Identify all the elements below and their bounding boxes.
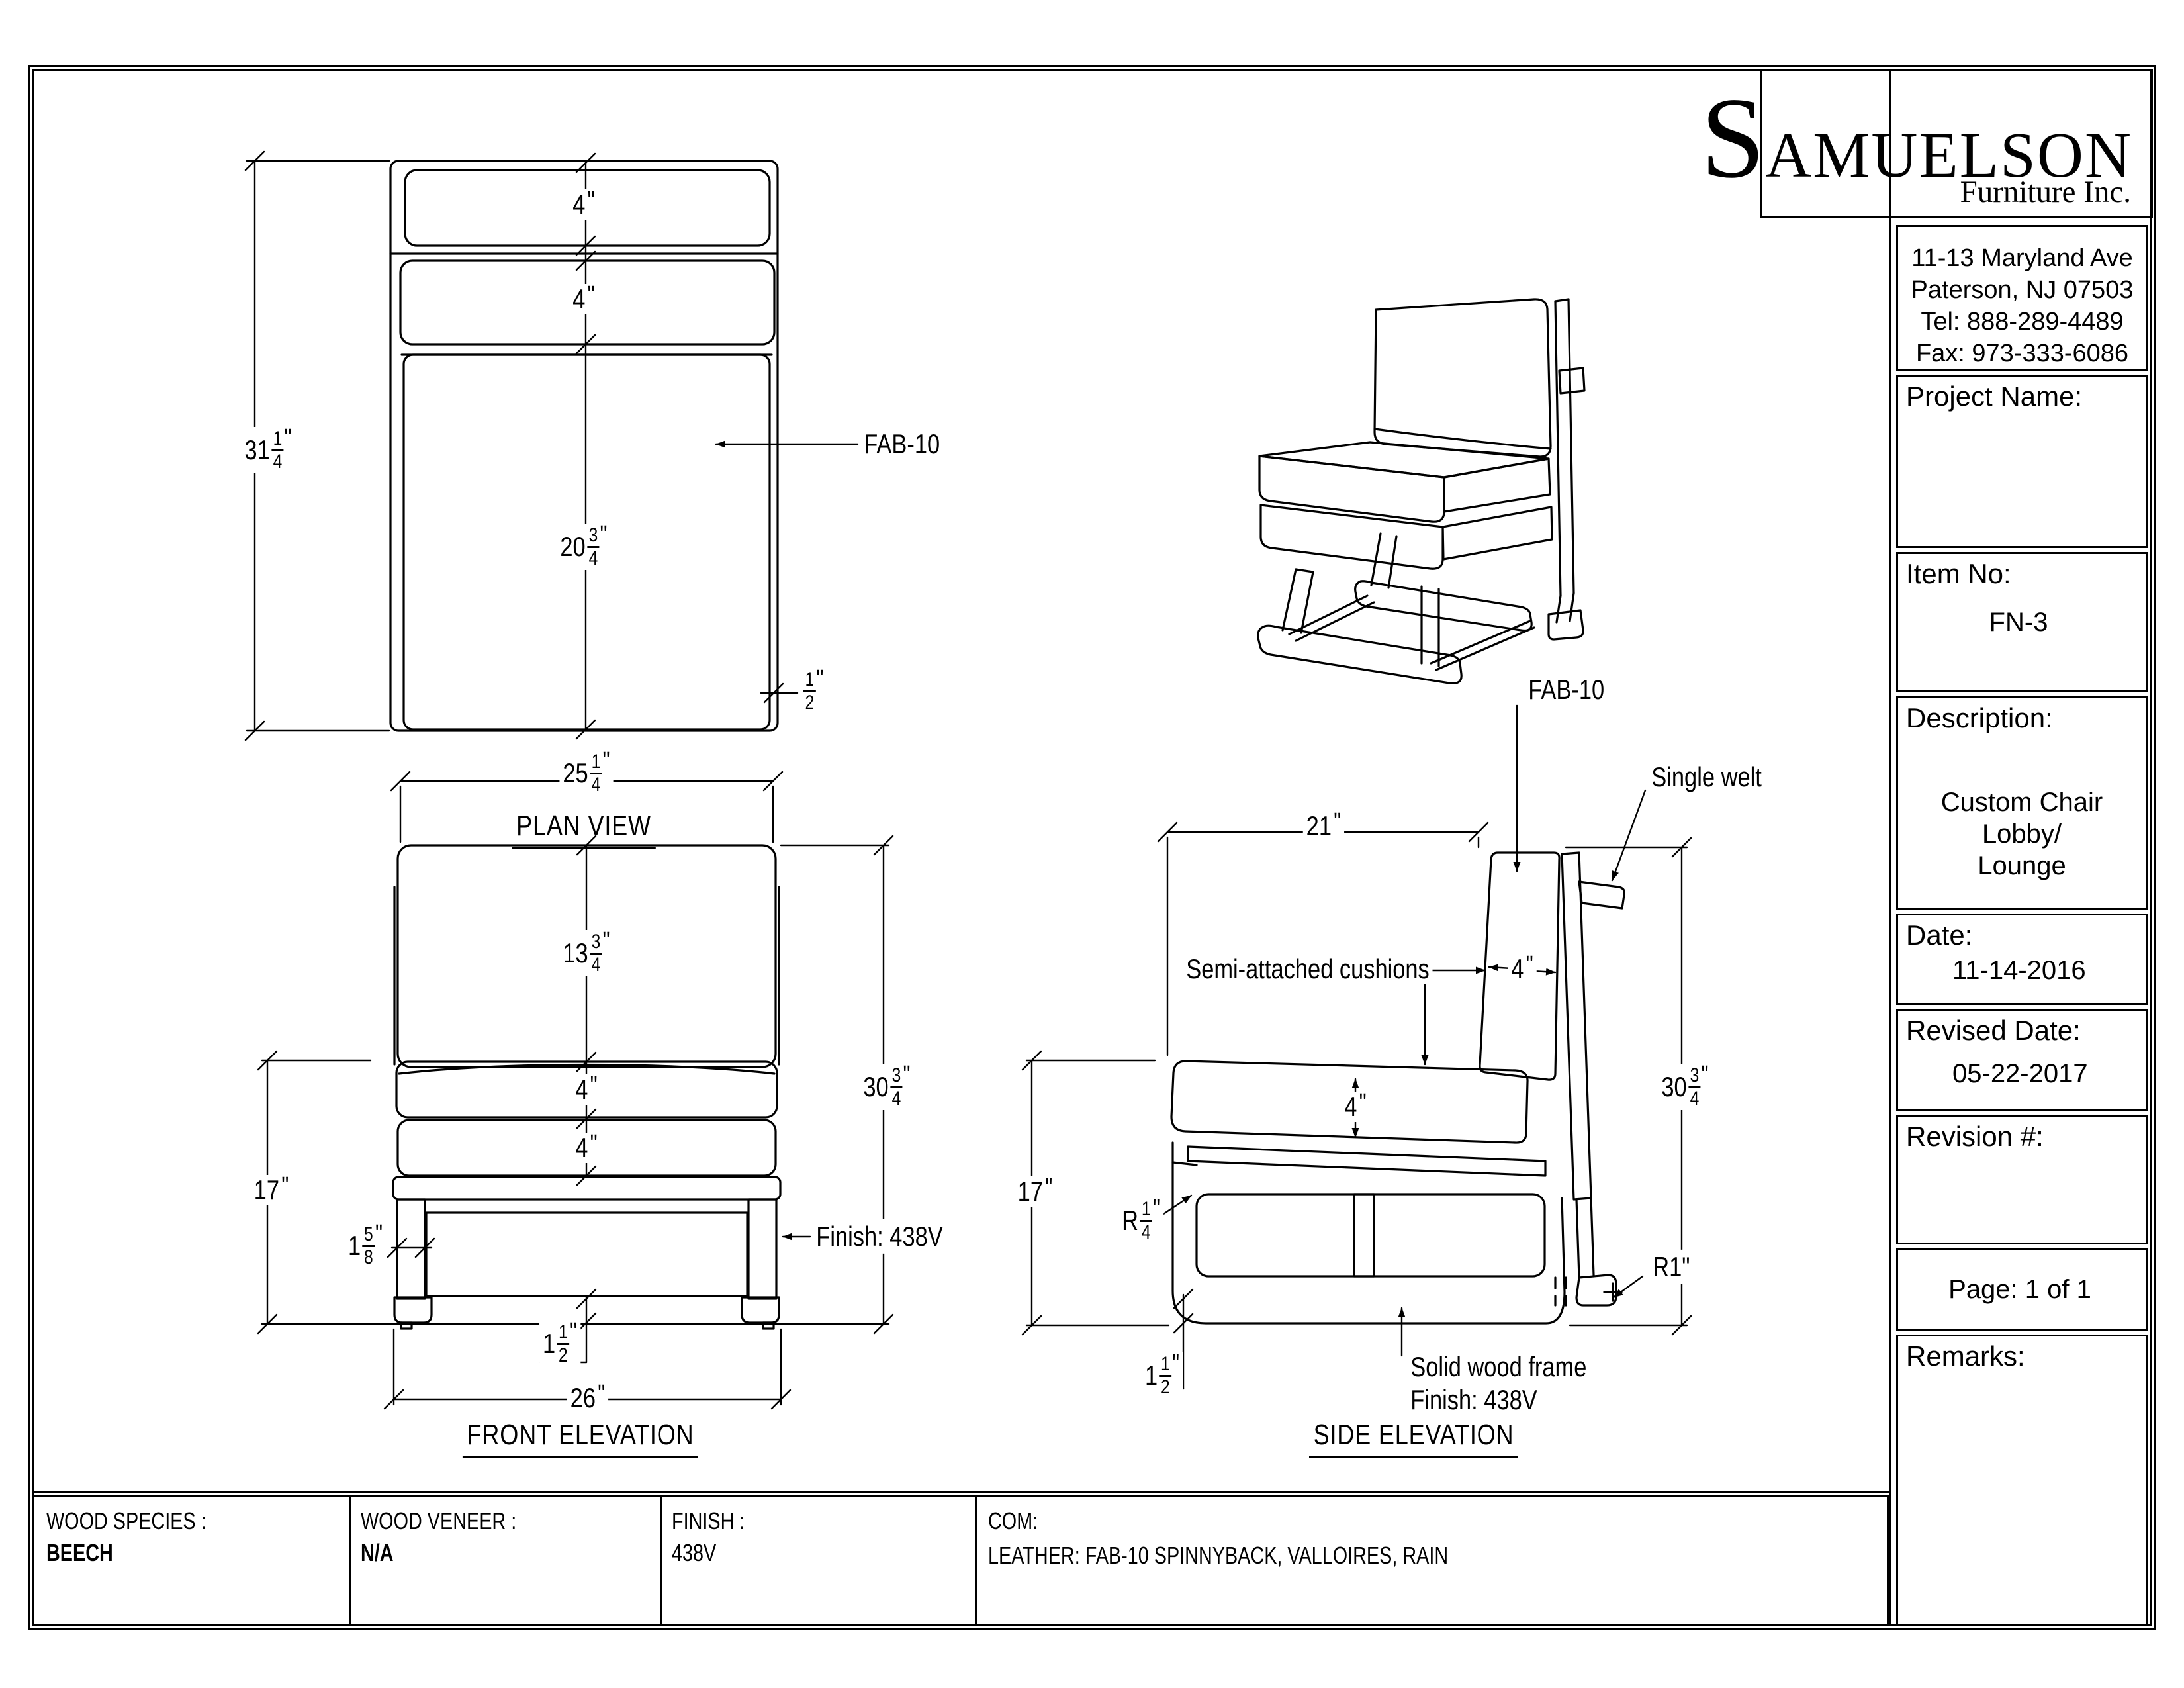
item-no-box [1896,552,2148,692]
side-fabric-label: FAB-10 [1526,672,1607,708]
address-line1: 11-13 Maryland Ave [1911,244,2133,272]
plan-rail-dim: 4" [569,188,598,220]
side-welt-label: Single welt [1649,759,1764,795]
company-address: 11-13 Maryland Ave Paterson, NJ 07503 Te… [1898,243,2146,370]
materials-divider-2 [660,1495,662,1626]
side-cushion-note: Semi-attached cushions [1183,954,1433,984]
wood-species-label: WOOD SPECIES : [46,1507,206,1534]
logo-subtitle: Furniture Inc. [1960,175,2131,209]
materials-divider-1 [349,1495,351,1626]
perspective-view-outline [1257,298,1586,685]
logo-initial: S [1700,73,1766,202]
front-base-width-dim: 26" [567,1382,609,1413]
description-value: Custom Chair Lobby/ Lounge [1941,786,2103,882]
page-box [1896,1248,2148,1331]
revision-box [1896,1115,2148,1244]
plan-view-dimensions [244,150,859,741]
item-no-label: Item No: [1906,558,2011,589]
description-line1: Custom Chair [1940,788,2103,817]
page-indicator: Page: 1 of 1 [1948,1275,2091,1304]
address-box: 11-13 Maryland Ave Paterson, NJ 07503 Te… [1896,225,2148,371]
finish-value: 438V [672,1539,717,1566]
revised-date-label: Revised Date: [1906,1015,2081,1046]
description-line2: Lobby/ Lounge [1978,820,2066,880]
drawing-area-bottom-line [32,1491,1889,1493]
date-label: Date: [1906,919,1973,951]
remarks-label: Remarks: [1906,1340,2025,1372]
address-fax: Fax: 973-333-6086 [1915,339,2129,367]
plan-view-title: PLAN VIEW [512,812,656,849]
side-frame-note-line2: Finish: 438V [1410,1384,1537,1416]
description-box [1896,696,2148,910]
front-base-thickness-dim: 4" [572,1131,601,1163]
side-seat-height-dim: 17" [1014,1175,1056,1207]
revised-date-box [1896,1009,2148,1111]
side-back-thickness-dim: 4" [1508,953,1537,984]
project-name-label: Project Name: [1906,381,2083,412]
project-name-box [1896,375,2148,548]
side-elevation-outline [1170,851,1625,1325]
side-elevation-title: SIDE ELEVATION [1309,1421,1518,1458]
item-no-value: FN-3 [1989,608,2048,637]
outer-border [28,65,2156,1630]
sidebar-divider [1889,69,1891,1626]
wood-species-value: BEECH [46,1539,113,1566]
address-line2: Paterson, NJ 07503 [1911,275,2134,304]
com-value: LEATHER: FAB-10 SPINNYBACK, VALLOIRES, R… [988,1542,1449,1569]
side-seat-thickness-dim: 4" [1341,1090,1370,1122]
front-elevation-title: FRONT ELEVATION [462,1421,699,1458]
logo-rest: AMUELSON [1765,120,2132,191]
wood-veneer-value: N/A [361,1539,394,1566]
front-seat-thickness-dim: 4" [572,1073,601,1105]
side-frame-note-line1: Solid wood frame [1410,1351,1587,1382]
side-foot-radius-label: R1" [1651,1249,1692,1285]
date-box [1896,914,2148,1005]
plan-cushion-dim: 4" [569,283,598,314]
front-seat-height-dim: 17" [250,1174,293,1205]
materials-divider-3 [975,1495,977,1626]
finish-label: FINISH : [672,1507,745,1534]
com-label: COM: [988,1507,1038,1534]
front-finish-label: Finish: 438V [814,1219,946,1254]
materials-bar [32,1495,1889,1626]
description-label: Description: [1906,702,2053,733]
side-depth-dim: 21" [1302,810,1345,841]
plan-fabric-label: FAB-10 [862,426,942,462]
side-frame-note: Solid wood frame Finish: 438V [1408,1349,1589,1419]
logo-box: SAMUELSON Furniture Inc. [1701,69,2153,218]
company-logo: SAMUELSON [1701,80,2132,196]
revision-label: Revision #: [1906,1121,2044,1152]
address-tel: Tel: 888-289-4489 [1921,307,2124,336]
remarks-box [1896,1335,2148,1626]
date-value: 11-14-2016 [1952,956,2086,985]
wood-veneer-label: WOOD VENEER : [361,1507,517,1534]
side-elevation-dimensions [1021,704,1692,1390]
revised-date-value: 05-22-2017 [1952,1059,2088,1088]
